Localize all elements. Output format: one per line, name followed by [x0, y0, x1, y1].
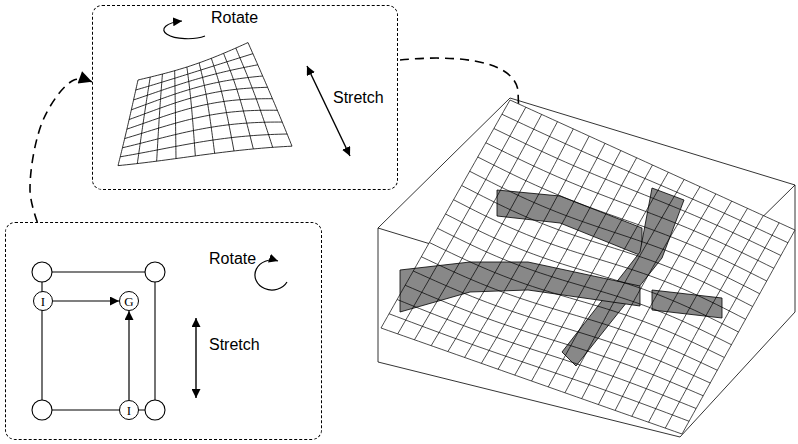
- mesh-line: [598, 194, 715, 405]
- mesh-line: [548, 172, 668, 387]
- mesh-line: [515, 158, 637, 375]
- rotate-arrow: [164, 21, 205, 39]
- mesh-line: [615, 201, 732, 410]
- mesh-line: [187, 67, 195, 156]
- cell-label: I: [41, 295, 45, 308]
- mesh-line: [397, 300, 696, 409]
- mesh-line: [462, 186, 753, 307]
- mesh-line: [632, 208, 748, 416]
- mesh-line: [413, 271, 710, 383]
- mesh-line: [137, 77, 150, 163]
- cell-label: G: [124, 295, 133, 308]
- mesh-line: [414, 114, 541, 339]
- surface-mesh: [118, 43, 292, 166]
- mesh-line: [138, 43, 248, 80]
- mesh-line: [120, 134, 287, 157]
- cell-label: I: [127, 404, 131, 417]
- operation-label: Rotate: [211, 10, 258, 26]
- mesh-line: [470, 171, 760, 294]
- mesh-line: [448, 129, 573, 352]
- dashed-flow-arrow: [30, 79, 92, 222]
- mesh-line: [582, 187, 700, 399]
- stretch-arrow: [307, 66, 350, 156]
- grid-schematic: [32, 262, 165, 420]
- operation-label: Stretch: [333, 90, 384, 106]
- operation-label: Rotate: [209, 251, 256, 267]
- mesh-line: [421, 257, 717, 371]
- operation-label: Stretch: [209, 337, 260, 353]
- wall-band: [400, 188, 722, 366]
- mesh-line: [118, 80, 138, 166]
- mesh-line: [129, 87, 267, 119]
- surface-mesh: [381, 100, 795, 434]
- mesh-line: [389, 314, 689, 422]
- mesh-line: [481, 143, 605, 363]
- arrow: [128, 311, 129, 400]
- mesh-line: [248, 43, 292, 147]
- mesh-line: [502, 114, 788, 243]
- mesh-line: [486, 143, 774, 269]
- mesh-line: [494, 129, 781, 256]
- surface-fill: [381, 100, 795, 434]
- mesh-line: [478, 157, 767, 281]
- mesh-line: [405, 285, 703, 396]
- mesh-line: [236, 48, 273, 147]
- arrow: [53, 300, 119, 301]
- mesh-line: [118, 146, 292, 165]
- mesh-line: [127, 99, 273, 129]
- mesh-line: [465, 136, 590, 357]
- bounding-box: [378, 98, 795, 437]
- mesh-line: [446, 214, 739, 332]
- mesh-line: [398, 107, 526, 334]
- mesh-line: [175, 71, 176, 159]
- mesh-line: [381, 328, 682, 434]
- dashed-panel: RotateStretchIGI: [5, 222, 322, 440]
- mesh-line: [665, 223, 779, 428]
- rotate-arrow: [255, 260, 287, 290]
- mesh-line: [454, 200, 746, 320]
- mesh-line: [437, 228, 731, 345]
- grid-cell-circle: G: [119, 291, 139, 311]
- stretch-arrow: [195, 318, 196, 398]
- mesh-line: [431, 122, 557, 346]
- dashed-panel: RotateStretch: [92, 5, 398, 190]
- mesh-line: [125, 110, 278, 138]
- grid-cell-circle: I: [33, 291, 53, 311]
- surface-fill: [381, 100, 795, 434]
- mesh-line: [498, 151, 621, 370]
- grid-cell-circle: I: [119, 400, 139, 420]
- mesh-line: [131, 76, 262, 110]
- mesh-line: [429, 243, 724, 358]
- mesh-line: [136, 54, 253, 90]
- mesh-line: [134, 65, 258, 100]
